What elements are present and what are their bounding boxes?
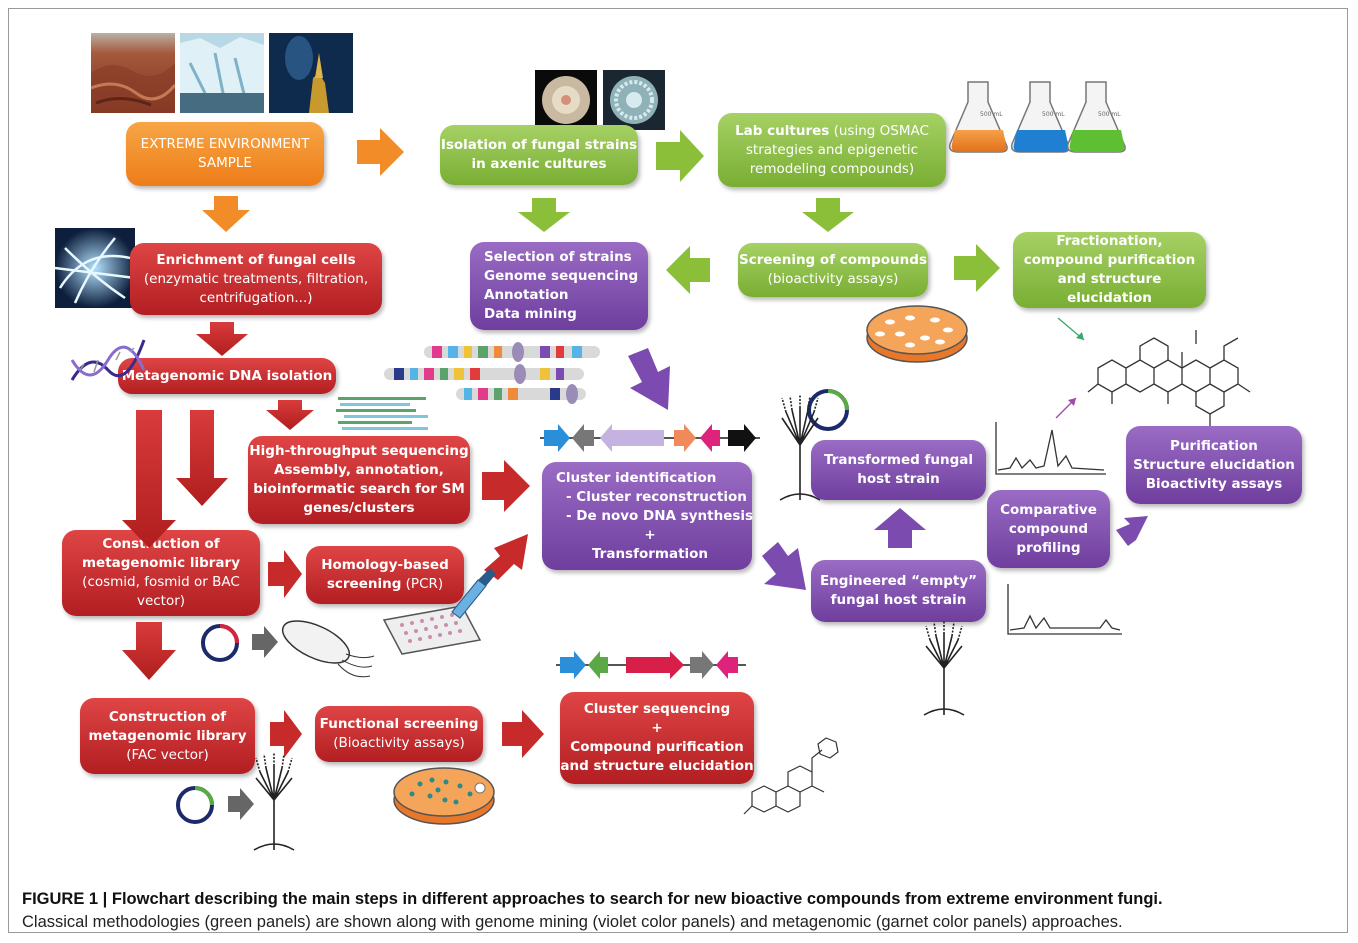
enrichment-head: Enrichment of fungal cells bbox=[156, 251, 356, 268]
homology-rest: (PCR) bbox=[401, 576, 444, 592]
comparative-line-2: compound bbox=[1008, 520, 1089, 537]
construction-fac-line-3: (FAC vector) bbox=[126, 746, 209, 763]
functional-screening-box: Functional screening (Bioactivity assays… bbox=[315, 706, 483, 762]
engineered-line-1: Engineered “empty” bbox=[819, 573, 978, 589]
functional-head: Functional screening bbox=[319, 716, 479, 732]
transformed-host-box: Transformed fungal host strain bbox=[811, 440, 986, 500]
selection-box: Selection of strains Genome sequencing A… bbox=[470, 242, 648, 330]
cluster-seq-line-4: and structure elucidation bbox=[560, 758, 754, 774]
isolation-box: Isolation of fungal strains in axenic cu… bbox=[440, 125, 638, 185]
purification-line-1: Purification bbox=[1170, 437, 1258, 454]
lab-cultures-head: Lab cultures bbox=[735, 122, 830, 139]
homology-head: Homology-based bbox=[321, 557, 449, 573]
cluster-sequencing-box: Cluster sequencing + Compound purificati… bbox=[560, 692, 754, 784]
comparative-line-3: profiling bbox=[1016, 539, 1081, 556]
enrichment-box: Enrichment of fungal cells (enzymatic tr… bbox=[130, 243, 382, 315]
cluster-id-line-2: - Cluster reconstruction bbox=[566, 488, 747, 505]
enrichment-line-3: centrifugation...) bbox=[199, 289, 313, 306]
isolation-line-1: Isolation of fungal strains bbox=[440, 137, 638, 153]
hts-box: High-throughput sequencing Assembly, ann… bbox=[248, 436, 470, 524]
desert-landscape-photo bbox=[91, 33, 175, 113]
selection-line-1: Selection of strains bbox=[484, 249, 632, 265]
screening-box: Screening of compounds (bioactivity assa… bbox=[738, 243, 928, 297]
fungal-colony-photo-2 bbox=[603, 70, 665, 130]
figure-caption: FIGURE 1 | Flowchart describing the main… bbox=[22, 888, 1342, 934]
transformed-line-1: Transformed fungal bbox=[823, 452, 974, 468]
isolation-line-2: in axenic cultures bbox=[471, 156, 607, 172]
construction-fac-box: Construction of metagenomic library (FAC… bbox=[80, 698, 255, 774]
extreme-sample-line-2: SAMPLE bbox=[198, 155, 252, 171]
fungal-hyphae-micrograph bbox=[55, 228, 135, 308]
hts-line-1: High-throughput sequencing bbox=[249, 443, 469, 459]
lab-cultures-line-3: remodeling compounds) bbox=[749, 160, 915, 177]
hts-line-2: Assembly, annotation, bbox=[274, 462, 444, 478]
purification-box: Purification Structure elucidation Bioac… bbox=[1126, 426, 1302, 504]
cluster-id-line-5: Transformation bbox=[591, 545, 709, 562]
caption-normal: Classical methodologies (green panels) a… bbox=[22, 913, 1123, 931]
fractionation-box: Fractionation, compound purification and… bbox=[1013, 232, 1206, 308]
cluster-identification-box: Cluster identification - Cluster reconst… bbox=[542, 462, 754, 570]
cluster-id-line-4: + bbox=[644, 526, 656, 543]
figure-frame bbox=[8, 8, 1348, 933]
construction-fac-line-2: metagenomic library bbox=[88, 727, 247, 744]
homology-head-2: screening bbox=[326, 576, 402, 592]
cluster-seq-line-3: Compound purification bbox=[570, 739, 744, 755]
construction-fac-line-1: Construction of bbox=[108, 708, 227, 725]
cluster-seq-line-1: Cluster sequencing bbox=[583, 701, 731, 717]
homology-screening-box: Homology-based screening (PCR) bbox=[306, 546, 464, 604]
purification-line-3: Bioactivity assays bbox=[1145, 475, 1283, 492]
purification-line-2: Structure elucidation bbox=[1133, 456, 1295, 473]
enrichment-line-2: (enzymatic treatments, filtration, bbox=[143, 270, 369, 287]
metagenomic-dna-box: Metagenomic DNA isolation bbox=[118, 358, 336, 394]
construction-bac-line-2: metagenomic library bbox=[81, 555, 241, 571]
engineered-host-box: Engineered “empty” fungal host strain bbox=[811, 560, 986, 622]
comparative-line-1: Comparative bbox=[1000, 501, 1097, 518]
selection-line-4: Data mining bbox=[484, 306, 577, 322]
lab-cultures-head-rest: (using OSMAC bbox=[829, 122, 929, 139]
construction-bac-box: Construction of metagenomic library (cos… bbox=[62, 530, 260, 616]
cluster-id-line-3: - De novo DNA synthesis bbox=[566, 507, 754, 524]
construction-bac-line-1: Construction of bbox=[102, 536, 220, 552]
engineered-line-2: fungal host strain bbox=[830, 592, 967, 608]
fractionation-line-1: Fractionation, bbox=[1056, 233, 1163, 249]
cluster-seq-line-2: + bbox=[651, 720, 663, 736]
caption-bold: FIGURE 1 | Flowchart describing the main… bbox=[22, 890, 1163, 908]
metagenomic-dna-label: Metagenomic DNA isolation bbox=[121, 367, 333, 384]
extreme-environment-sample-box: EXTREME ENVIRONMENT SAMPLE bbox=[126, 122, 324, 186]
selection-line-3: Annotation bbox=[484, 287, 569, 303]
hydrothermal-vent-photo bbox=[269, 33, 353, 113]
hts-line-4: genes/clusters bbox=[303, 500, 415, 516]
fungal-colony-photo-1 bbox=[535, 70, 597, 130]
lab-cultures-line-2: strategies and epigenetic bbox=[745, 141, 919, 158]
construction-bac-line-4: vector) bbox=[136, 593, 186, 609]
fractionation-line-2: compound purification bbox=[1023, 252, 1196, 268]
screening-head: Screening of compounds bbox=[739, 252, 927, 268]
comparative-profiling-box: Comparative compound profiling bbox=[987, 490, 1110, 568]
functional-rest: (Bioactivity assays) bbox=[333, 735, 465, 751]
cluster-id-line-1: Cluster identification bbox=[556, 469, 717, 486]
fractionation-line-3: and structure bbox=[1057, 271, 1162, 287]
fractionation-line-4: elucidation bbox=[1067, 290, 1152, 306]
selection-line-2: Genome sequencing bbox=[484, 268, 639, 284]
extreme-sample-line-1: EXTREME ENVIRONMENT bbox=[140, 136, 310, 152]
hts-line-3: bioinformatic search for SM bbox=[253, 481, 465, 497]
lab-cultures-box: Lab cultures (using OSMAC strategies and… bbox=[718, 113, 946, 187]
transformed-line-2: host strain bbox=[857, 471, 940, 487]
construction-bac-line-3: (cosmid, fosmid or BAC bbox=[82, 574, 240, 590]
glacier-photo bbox=[180, 33, 264, 113]
screening-rest: (bioactivity assays) bbox=[767, 271, 899, 287]
